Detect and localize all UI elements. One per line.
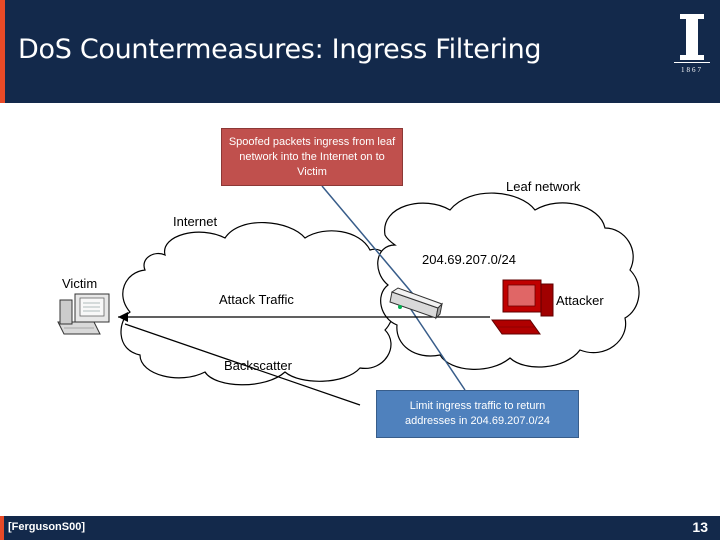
footer-accent-bar	[0, 516, 4, 540]
spoofed-packets-text: Spoofed packets ingress from leaf networ…	[228, 135, 396, 178]
citation: [FergusonS00]	[8, 521, 86, 533]
spoofed-callout-pointer	[321, 185, 419, 301]
backscatter-label: Backscatter	[224, 358, 292, 373]
attack-traffic-arrowhead	[118, 312, 128, 322]
victim-label: Victim	[62, 276, 98, 291]
slide-footer: [FergusonS00] 13	[0, 516, 720, 540]
attack-traffic-label: Attack Traffic	[219, 292, 294, 307]
subnet-label: 204.69.207.0/24	[422, 252, 516, 267]
spoofed-packets-callout: Spoofed packets ingress from leaf networ…	[221, 128, 403, 186]
slide-title: DoS Countermeasures: Ingress Filtering	[18, 34, 542, 65]
header-accent-bar	[0, 0, 5, 103]
logo-year: 1867	[681, 66, 703, 74]
victim-computer-icon	[57, 293, 110, 335]
limit-ingress-callout: Limit ingress traffic to return addresse…	[376, 390, 579, 438]
attacker-computer-icon	[491, 279, 554, 335]
router-icon	[389, 287, 443, 320]
backscatter-line	[124, 323, 361, 406]
slide-header: DoS Countermeasures: Ingress Filtering 1…	[0, 0, 720, 103]
attacker-label: Attacker	[556, 293, 604, 308]
leaf-network-label: Leaf network	[506, 179, 581, 194]
limit-ingress-text: Limit ingress traffic to return addresse…	[405, 400, 550, 427]
internet-label: Internet	[173, 214, 218, 229]
page-number: 13	[692, 519, 708, 535]
limit-callout-pointer	[407, 304, 466, 391]
university-logo: 1867	[674, 14, 710, 74]
